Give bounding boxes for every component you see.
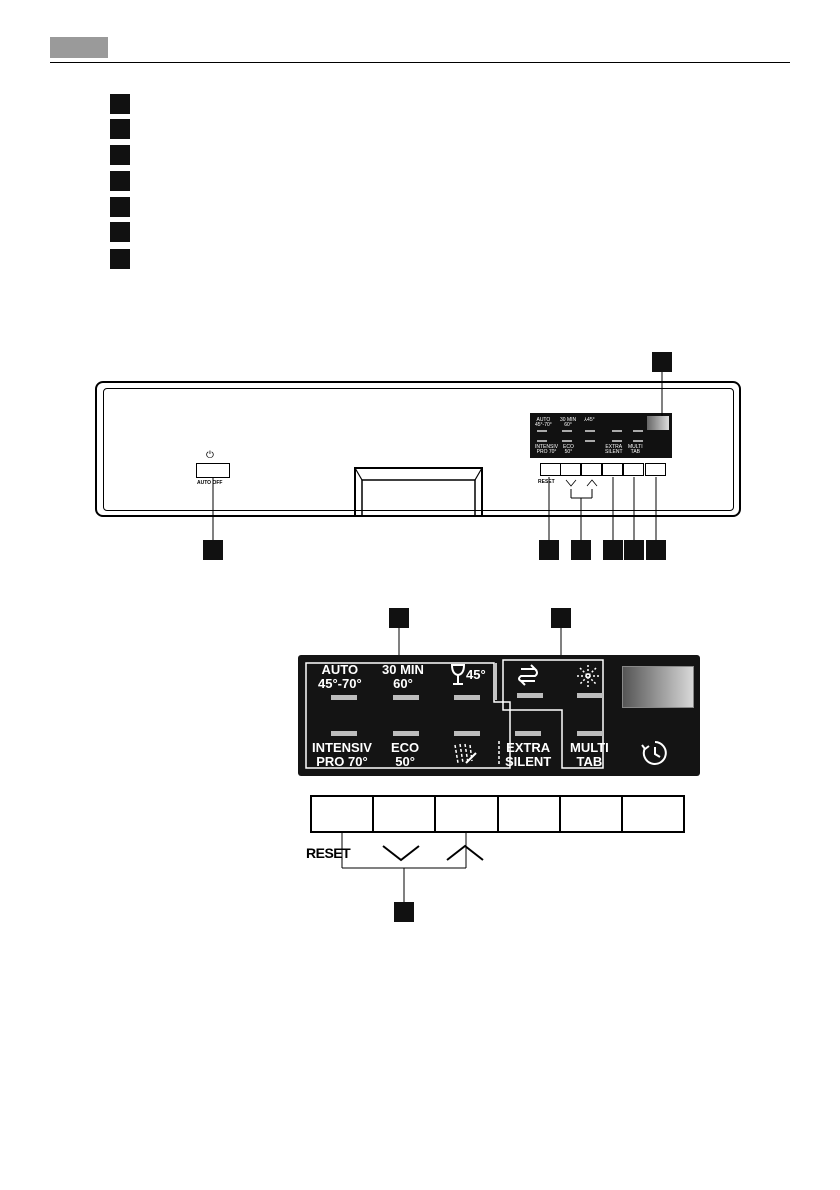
- key-reset[interactable]: [312, 797, 375, 831]
- mini-led: [612, 430, 622, 432]
- mini-key-multitab[interactable]: [623, 463, 644, 476]
- mini-led: [585, 430, 595, 432]
- legend-marker-3: [110, 145, 130, 165]
- key-row: [310, 795, 685, 833]
- mini-key-up[interactable]: [581, 463, 602, 476]
- program-intensiv: INTENSIV PRO 70°: [312, 740, 372, 769]
- legend-marker-4: [110, 171, 130, 191]
- door-handle-icon: [354, 467, 483, 517]
- legend-marker-1: [110, 94, 130, 114]
- mini-key-option[interactable]: [602, 463, 623, 476]
- led-option-1: [517, 693, 543, 698]
- control-panel-inner: [103, 388, 734, 511]
- auto-off-label: AUTO OFF: [197, 480, 223, 486]
- callout-marker-navigation: [394, 902, 414, 922]
- callout-marker-display: [652, 352, 672, 372]
- display-frames: [305, 659, 604, 769]
- callout-marker-arrows: [571, 540, 591, 560]
- callout-marker-onoff: [203, 540, 223, 560]
- mini-prog-intensiv: INTENSIV PRO 70°: [535, 444, 559, 455]
- key-delay[interactable]: [623, 797, 683, 831]
- mini-led: [562, 440, 572, 442]
- mini-key-down[interactable]: [560, 463, 581, 476]
- callout-marker-reset: [539, 540, 559, 560]
- glass-icon: [450, 664, 466, 685]
- key-up[interactable]: [436, 797, 499, 831]
- mini-led: [537, 440, 547, 442]
- mini-prog-auto: AUTO 45°-70°: [535, 417, 552, 428]
- mini-led: [633, 430, 643, 432]
- mini-prog-glass: ⅄45°: [584, 417, 595, 423]
- callout-marker-multitab: [624, 540, 644, 560]
- callout-marker-option: [603, 540, 623, 560]
- led-30min: [393, 695, 419, 700]
- mini-prog-extra-silent: EXTRA SILENT: [605, 444, 623, 455]
- legend-marker-7: [110, 249, 130, 269]
- rinse-spray-icon: [454, 743, 477, 764]
- key-multitab[interactable]: [561, 797, 623, 831]
- led-option-2: [577, 693, 603, 698]
- led-eco: [393, 731, 419, 736]
- mini-reset-label: RESET: [538, 479, 555, 485]
- mini-led: [562, 430, 572, 432]
- mini-led: [585, 440, 595, 442]
- key-down[interactable]: [374, 797, 437, 831]
- reset-label: RESET: [306, 845, 351, 861]
- sparkle-icon: [577, 665, 599, 687]
- led-glass: [454, 695, 480, 700]
- time-display-screen: [622, 666, 694, 708]
- legend-marker-2: [110, 119, 130, 139]
- legend-marker-5: [110, 197, 130, 217]
- rinse-cycle-icon: [518, 664, 538, 686]
- mini-prog-30min: 30 MIN 60°: [560, 417, 577, 428]
- program-30min: 30 MIN 60°: [382, 662, 424, 691]
- legend-marker-6: [110, 222, 130, 242]
- mini-led: [612, 440, 622, 442]
- program-extra-silent: EXTRA SILENT: [505, 740, 552, 769]
- callout-marker-delay: [646, 540, 666, 560]
- mini-led: [633, 440, 643, 442]
- led-multitab: [577, 731, 603, 736]
- led-auto: [331, 695, 357, 700]
- key-option-1[interactable]: [499, 797, 561, 831]
- mini-opt-multitab: MULTI TAB: [628, 444, 643, 455]
- callout-marker-programs: [389, 608, 409, 628]
- led-extra-silent: [515, 731, 541, 736]
- power-icon: ⏻: [206, 450, 214, 461]
- mini-screen: [647, 416, 669, 430]
- program-eco: ECO 50°: [391, 740, 420, 769]
- program-glass-temp: 45°: [466, 667, 486, 682]
- mini-key-delay[interactable]: [645, 463, 666, 476]
- mini-prog-eco: ECO 50°: [563, 444, 574, 455]
- callout-marker-options: [551, 608, 571, 628]
- mini-led: [537, 430, 547, 432]
- option-multitab: MULTI TAB: [570, 740, 609, 769]
- led-rinse: [454, 731, 480, 736]
- led-intensiv: [331, 731, 357, 736]
- delay-start-icon: [641, 741, 667, 765]
- header-rule: [50, 62, 790, 63]
- section-tab: [50, 37, 108, 58]
- program-auto: AUTO 45°-70°: [318, 662, 362, 691]
